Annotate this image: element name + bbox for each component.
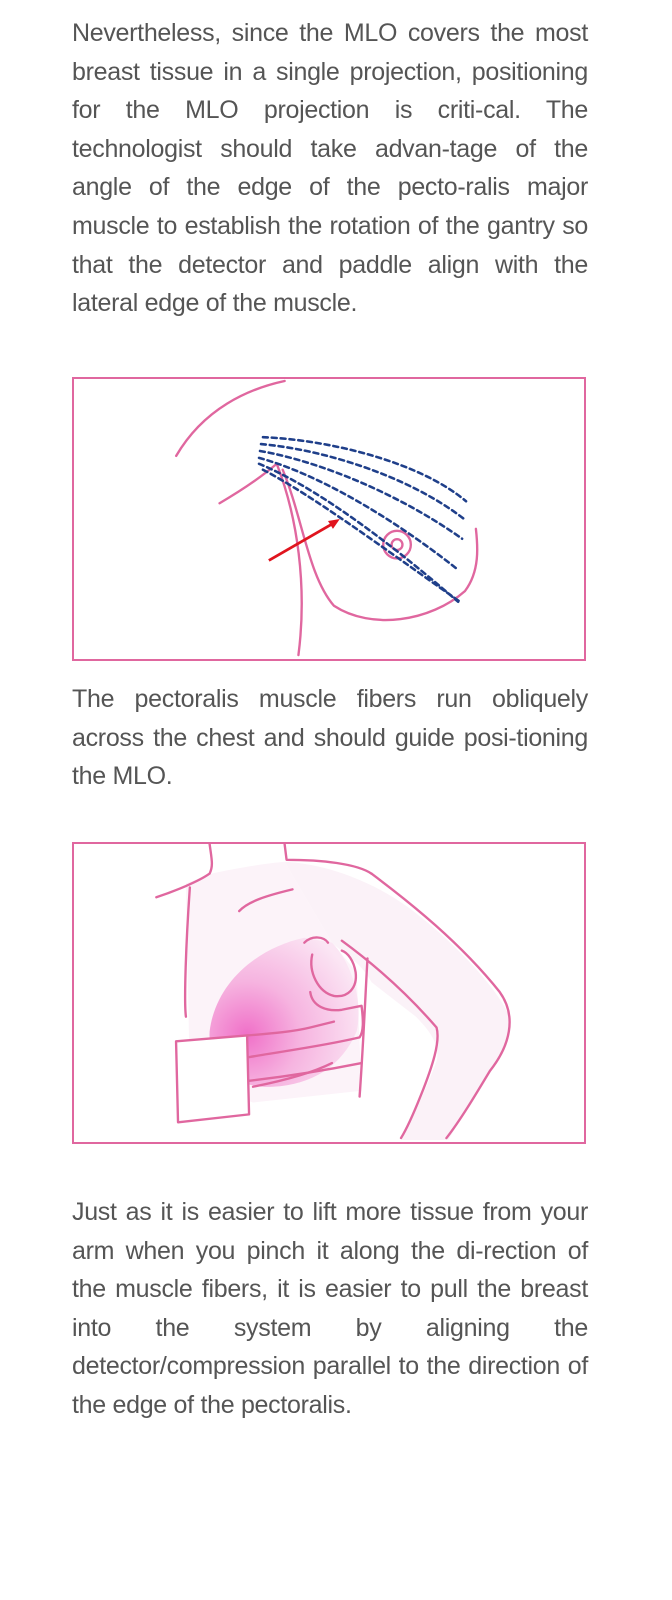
arm-outer (370, 872, 511, 1140)
wrist-line (245, 1020, 336, 1037)
pectoralis-fibers-illustration (72, 377, 586, 661)
axilla-line (218, 462, 278, 505)
fiber-line (257, 456, 458, 570)
figure-caption: The pectoralis muscle fibers run oblique… (72, 685, 588, 791)
hand-thumb (303, 936, 330, 944)
breast-outline (281, 468, 479, 622)
hand-fingers (310, 949, 358, 998)
breast-underline (251, 1061, 334, 1088)
fiber-line (261, 468, 462, 604)
neck-line-right (283, 844, 373, 875)
torso-side-line (275, 462, 303, 657)
fiber-line (261, 435, 468, 503)
intro-paragraph: Nevertheless, since the MLO covers the m… (72, 19, 588, 318)
chest-side (358, 957, 369, 1098)
hand-palm (247, 990, 365, 1059)
fiber-line (258, 449, 464, 540)
neck-line (155, 844, 214, 899)
wrist-line-bottom (247, 1061, 363, 1083)
shoulder-outline (175, 379, 286, 458)
closing-paragraph: Just as it is easier to lift more tissue… (72, 1198, 588, 1419)
direction-arrow (268, 519, 340, 562)
forearm-sleeve (174, 1034, 251, 1124)
muscle-fibers (257, 435, 468, 604)
arm-fill (284, 861, 511, 1141)
fiber-line (257, 462, 460, 604)
arm-inner (340, 939, 439, 1140)
torso-left-edge (183, 886, 192, 1018)
fiber-line (259, 442, 466, 521)
arm-pinch-illustration (72, 842, 586, 1144)
collarbone (238, 888, 294, 913)
